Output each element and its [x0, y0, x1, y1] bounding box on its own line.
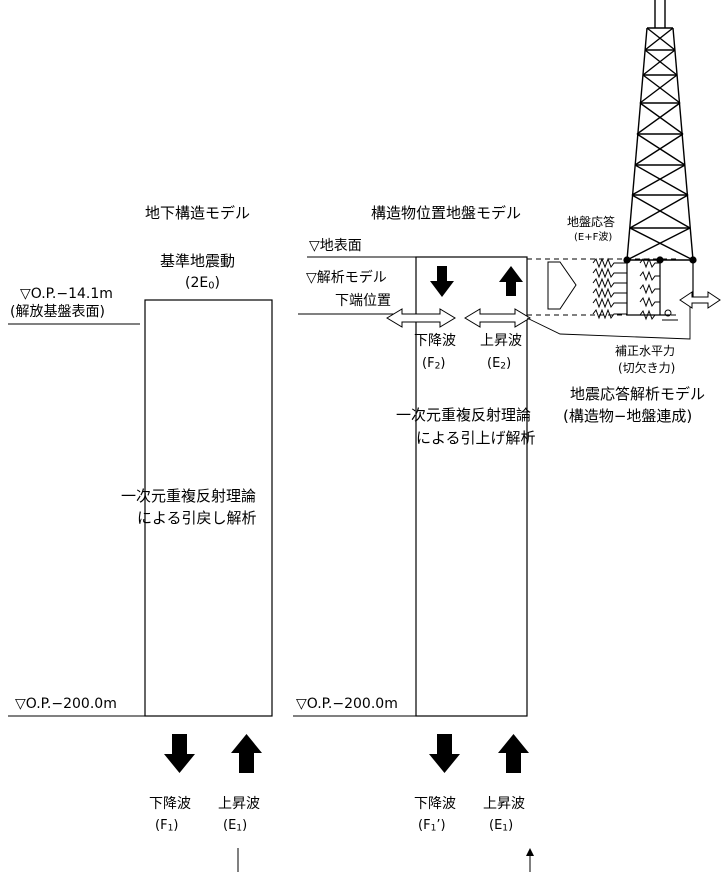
- left-model-title: 地下構造モデル: [145, 204, 251, 222]
- left-top-marker-note: (解放基盤表面): [10, 304, 105, 320]
- tower-foundation: [623, 256, 697, 316]
- right-up-arrow: [498, 734, 529, 773]
- right-down-arrow: [429, 734, 460, 773]
- left-top-marker: ▽O.P.−14.1m: [20, 286, 113, 302]
- ground-response-note: (E+F波): [574, 232, 613, 243]
- right-double-arrow-right: [464, 308, 531, 328]
- right-bottom-up-wave-symbol: (E1): [489, 818, 514, 834]
- left-input-label: 基準地震動: [160, 252, 236, 270]
- right-down-wave-label: 下降波: [414, 333, 456, 349]
- correction-force-note: (切欠き力): [618, 361, 676, 375]
- left-down-arrow: [164, 734, 195, 773]
- ground-response-label: 地盤応答: [567, 215, 616, 229]
- left-method-line1: 一次元重複反射理論: [121, 487, 257, 505]
- right-bottom-down-wave-label: 下降波: [414, 796, 456, 812]
- left-down-wave-label: 下降波: [149, 796, 191, 812]
- right-bottom-up-wave-label: 上昇波: [483, 796, 525, 812]
- ground-surface-marker: ▽地表面: [309, 238, 362, 254]
- left-input-symbol: (2E0): [185, 275, 220, 292]
- left-up-wave-label: 上昇波: [218, 796, 260, 812]
- model-bottom-marker-line1: ▽解析モデル: [306, 270, 387, 286]
- correction-force-arrow: [679, 291, 721, 309]
- right-method-line1: 一次元重複反射理論: [396, 406, 532, 424]
- correction-force-leader: [526, 302, 691, 340]
- right-down-arrow-small: [430, 266, 454, 297]
- right-down-wave-symbol: (F2): [422, 356, 446, 372]
- left-up-arrow: [231, 734, 262, 773]
- transmission-tower: [626, 0, 694, 261]
- left-up-wave-symbol: (E1): [223, 818, 248, 834]
- right-bottom-marker: ▽O.P.−200.0m: [296, 696, 398, 712]
- left-down-wave-symbol: (F1): [155, 818, 179, 834]
- model-bottom-marker-line2: 下端位置: [335, 293, 391, 309]
- ground-response-input-arrow: [547, 261, 577, 310]
- right-up-arrow-small: [499, 266, 523, 296]
- right-bottom-down-wave-symbol: (F1’): [418, 818, 446, 834]
- right-double-arrow: [386, 308, 456, 328]
- right-soil-column: [415, 256, 528, 717]
- analysis-model-title: 地震応答解析モデル: [570, 385, 706, 403]
- right-up-wave-symbol: (E2): [487, 356, 512, 372]
- left-method-line2: による引戻し解析: [137, 509, 257, 527]
- soil-springs: [592, 257, 678, 321]
- left-soil-column: [144, 299, 273, 717]
- analysis-model-note: (構造物−地盤連成): [563, 407, 693, 425]
- right-model-title: 構造物位置地盤モデル: [371, 204, 522, 222]
- left-bottom-marker: ▽O.P.−200.0m: [15, 696, 117, 712]
- right-up-wave-label: 上昇波: [480, 333, 522, 349]
- correction-force-label: 補正水平力: [615, 344, 676, 358]
- right-method-line2: による引上げ解析: [416, 429, 536, 447]
